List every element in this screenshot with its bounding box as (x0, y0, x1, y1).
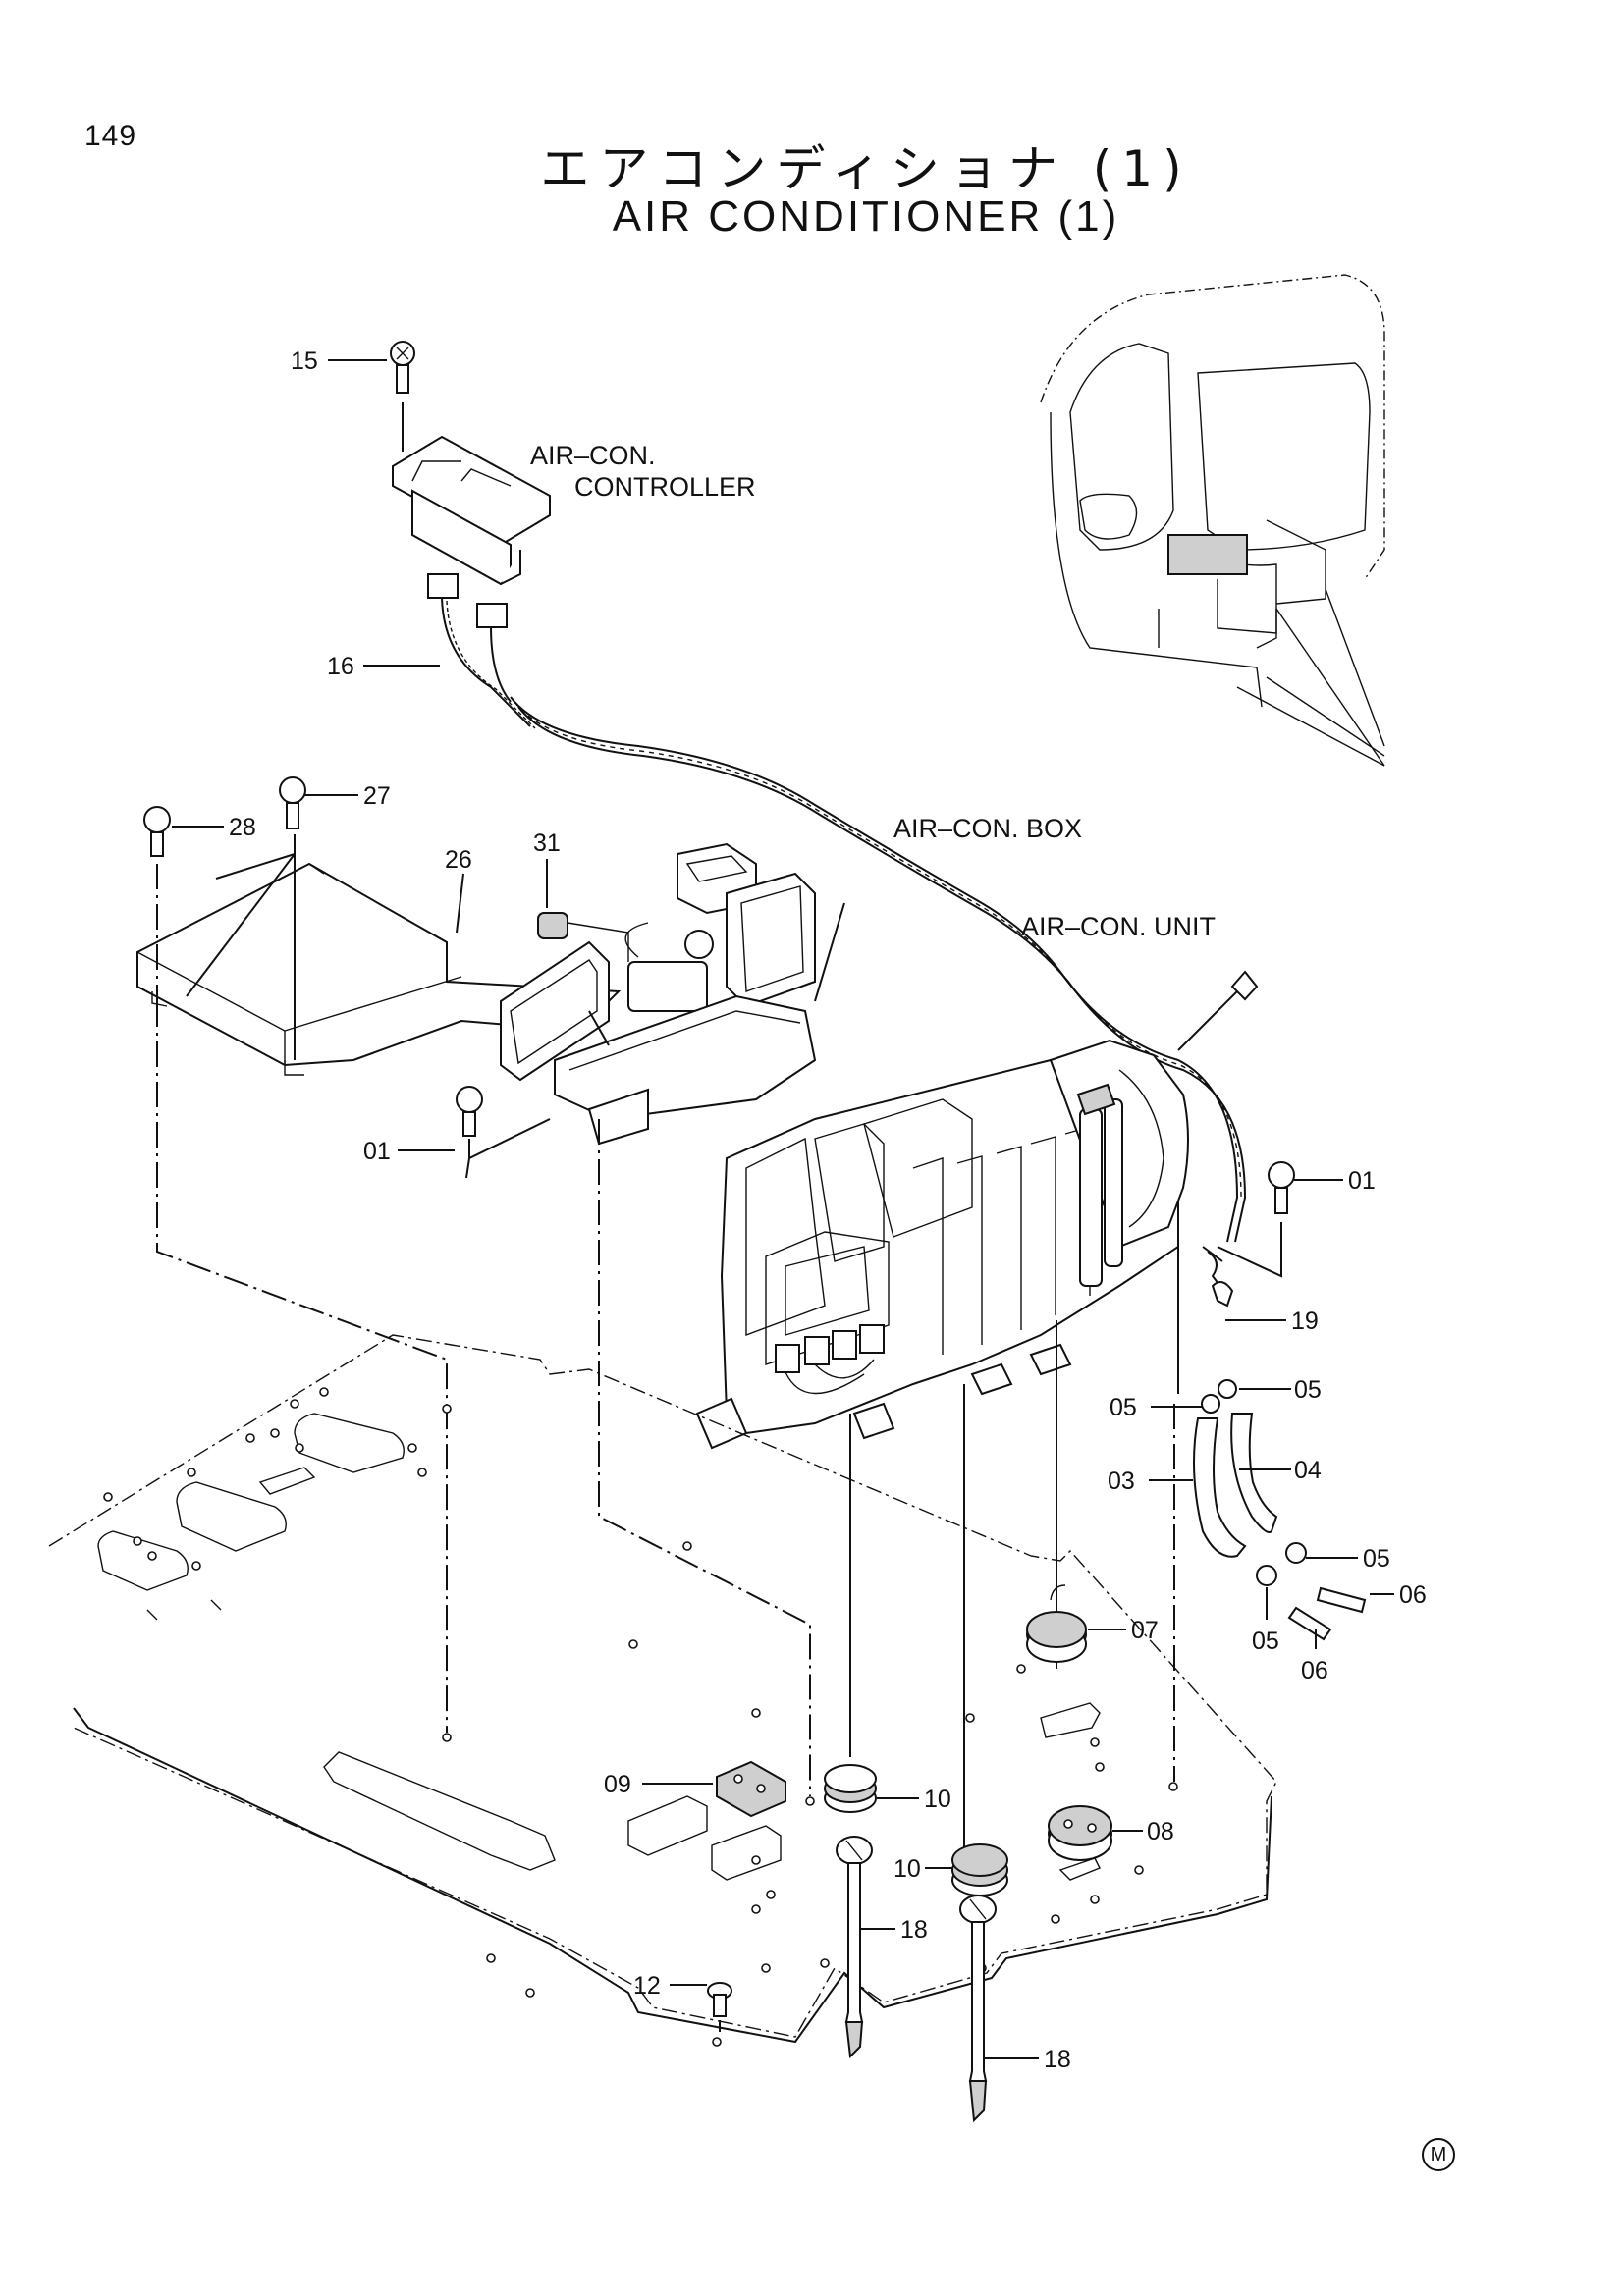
manufacturer-mark: M (1422, 2138, 1455, 2171)
screw-01-right (1217, 1161, 1295, 1278)
screw-12 (707, 1982, 732, 2032)
aircon-box (554, 842, 845, 1146)
callout-01-right: 01 (1348, 1167, 1376, 1195)
callout-01-left: 01 (363, 1138, 391, 1165)
wire-harness (510, 696, 1259, 1243)
mount-07 (1026, 1611, 1087, 1663)
callout-27: 27 (363, 782, 391, 810)
mount-08 (1048, 1805, 1112, 1861)
callout-04: 04 (1294, 1457, 1322, 1484)
aircon-controller (392, 435, 551, 729)
callout-06-a: 06 (1399, 1581, 1427, 1609)
callout-05-d: 05 (1252, 1628, 1279, 1655)
screw-27 (186, 776, 306, 1060)
callout-31: 31 (533, 829, 561, 857)
part-19 (1211, 1281, 1234, 1308)
mount-10-left (824, 1764, 877, 1813)
callout-28: 28 (229, 814, 256, 841)
callout-05-a: 05 (1294, 1376, 1322, 1404)
callout-06-b: 06 (1301, 1657, 1328, 1684)
floor-plate (48, 1334, 1277, 2044)
callout-07: 07 (1131, 1617, 1159, 1644)
callout-09: 09 (604, 1771, 631, 1798)
label-controller-line2: CONTROLLER (574, 472, 756, 502)
callout-16: 16 (327, 653, 354, 680)
callout-26: 26 (445, 846, 472, 874)
fittings-06 (1287, 1586, 1367, 1641)
screw-28 (143, 806, 171, 1001)
callout-05-b: 05 (1110, 1394, 1137, 1421)
bolt-18-right (959, 1895, 997, 2123)
label-controller-line1: AIR–CON. (530, 441, 656, 470)
floor-holes (103, 1387, 1178, 2047)
cab-inset (1040, 274, 1385, 767)
label-aircon-box: AIR–CON. BOX (893, 814, 1082, 843)
title-japanese: エアコンディショナ (1) (540, 140, 1192, 197)
callout-12: 12 (633, 1972, 661, 2000)
label-aircon-unit: AIR–CON. UNIT (1021, 912, 1216, 941)
hose-04 (1230, 1413, 1278, 1533)
clamps-05 (1201, 1379, 1307, 1586)
callout-18-a: 18 (900, 1916, 928, 1944)
callout-18-b: 18 (1044, 2046, 1071, 2073)
component-labels: AIR–CON. CONTROLLER AIR–CON. BOX AIR–CON… (530, 441, 1216, 941)
hose-03 (1193, 1417, 1247, 1558)
part-31 (537, 912, 629, 962)
leader-lines (172, 359, 1394, 2059)
aircon-unit (695, 1039, 1228, 1450)
projection-lines (156, 1001, 1175, 1850)
duct-26 (136, 862, 622, 1082)
screw-15 (390, 341, 415, 452)
callout-03: 03 (1108, 1468, 1135, 1495)
callout-15: 15 (291, 347, 318, 375)
callout-10-a: 10 (924, 1786, 951, 1813)
mount-09 (716, 1760, 786, 1818)
title-english: AIR CONDITIONER (1) (612, 192, 1120, 240)
callout-08: 08 (1147, 1818, 1174, 1845)
bolt-18-left (836, 1836, 873, 2059)
mount-10-right (951, 1843, 1008, 1896)
screw-01-left (456, 1086, 551, 1179)
page-number: 149 (84, 120, 137, 152)
callout-05-c: 05 (1363, 1545, 1390, 1573)
callout-numbers: 15 16 28 27 26 31 01 01 19 05 05 04 03 0… (229, 347, 1427, 2073)
callout-10-b: 10 (893, 1855, 921, 1883)
callout-19: 19 (1291, 1308, 1319, 1335)
